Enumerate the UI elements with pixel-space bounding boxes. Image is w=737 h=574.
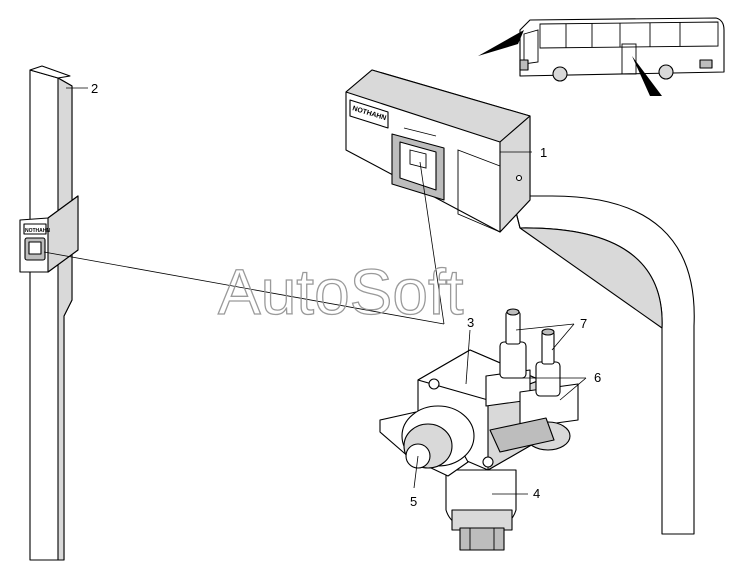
callout-5: 5	[410, 494, 417, 509]
part-2-door-pillar: NOTHAHN	[19, 65, 79, 561]
bus-front-grille	[519, 59, 529, 71]
callout-3: 3	[467, 315, 474, 330]
brand-label-pillar: NOTHAHN	[25, 228, 50, 234]
pillar-switch-button-face	[28, 241, 42, 255]
sensor-right-tip	[541, 328, 555, 336]
leader-5	[413, 455, 419, 489]
pillar-switch-side	[47, 195, 79, 273]
part-7-sensor-right-body	[535, 361, 561, 397]
bus-door	[621, 43, 637, 75]
valve-mounting-hole	[482, 456, 494, 468]
valve-assembly	[379, 308, 579, 551]
pillar-side-face	[57, 77, 73, 561]
bus-rear-panel	[699, 59, 713, 69]
location-arrow-door	[632, 56, 662, 96]
bus-windshield	[523, 29, 539, 65]
callout-7: 7	[580, 316, 587, 331]
pillar-top-cap	[29, 65, 71, 79]
bus-front-wheel	[552, 66, 568, 82]
leader-7a	[515, 323, 575, 331]
valve-mounting-hole	[428, 378, 440, 390]
sensor-left-tip	[506, 308, 520, 316]
part-1-valve-housing: NOTHAHN	[345, 69, 695, 535]
housing-label-plate	[349, 99, 389, 129]
housing-switch-handle	[409, 149, 427, 169]
part-4-threaded-collar	[451, 509, 513, 531]
bus-rear-wheel	[658, 64, 674, 80]
part-4-hex-nut	[459, 527, 505, 551]
watermark-text: AutoSoft	[218, 256, 464, 328]
callout-1: 1	[540, 145, 547, 160]
bus-window-band	[539, 21, 719, 49]
control-line-pillar-to-valve	[43, 251, 445, 325]
control-line-housing-to-valve	[419, 161, 445, 325]
leader-3	[465, 329, 471, 385]
part-7-sensor-left-body	[499, 341, 527, 379]
part-7-sensor-right-stem	[541, 331, 555, 365]
leader-7b	[551, 323, 575, 351]
location-arrow-front	[478, 30, 524, 56]
housing-screw	[515, 174, 523, 182]
callout-6: 6	[594, 370, 601, 385]
pillar-switch-label-plate	[23, 223, 47, 235]
callout-2: 2	[91, 81, 98, 96]
housing-end-panel	[457, 149, 501, 233]
callout-4: 4	[533, 486, 540, 501]
leader-6b	[559, 377, 587, 401]
housing-switch-arc	[403, 127, 437, 137]
bracket-shadow	[511, 195, 663, 329]
bus-locator-thumbnail	[478, 17, 725, 96]
part-7-sensor-left-stem	[505, 311, 521, 345]
fitting-bracket-plate	[489, 417, 555, 453]
